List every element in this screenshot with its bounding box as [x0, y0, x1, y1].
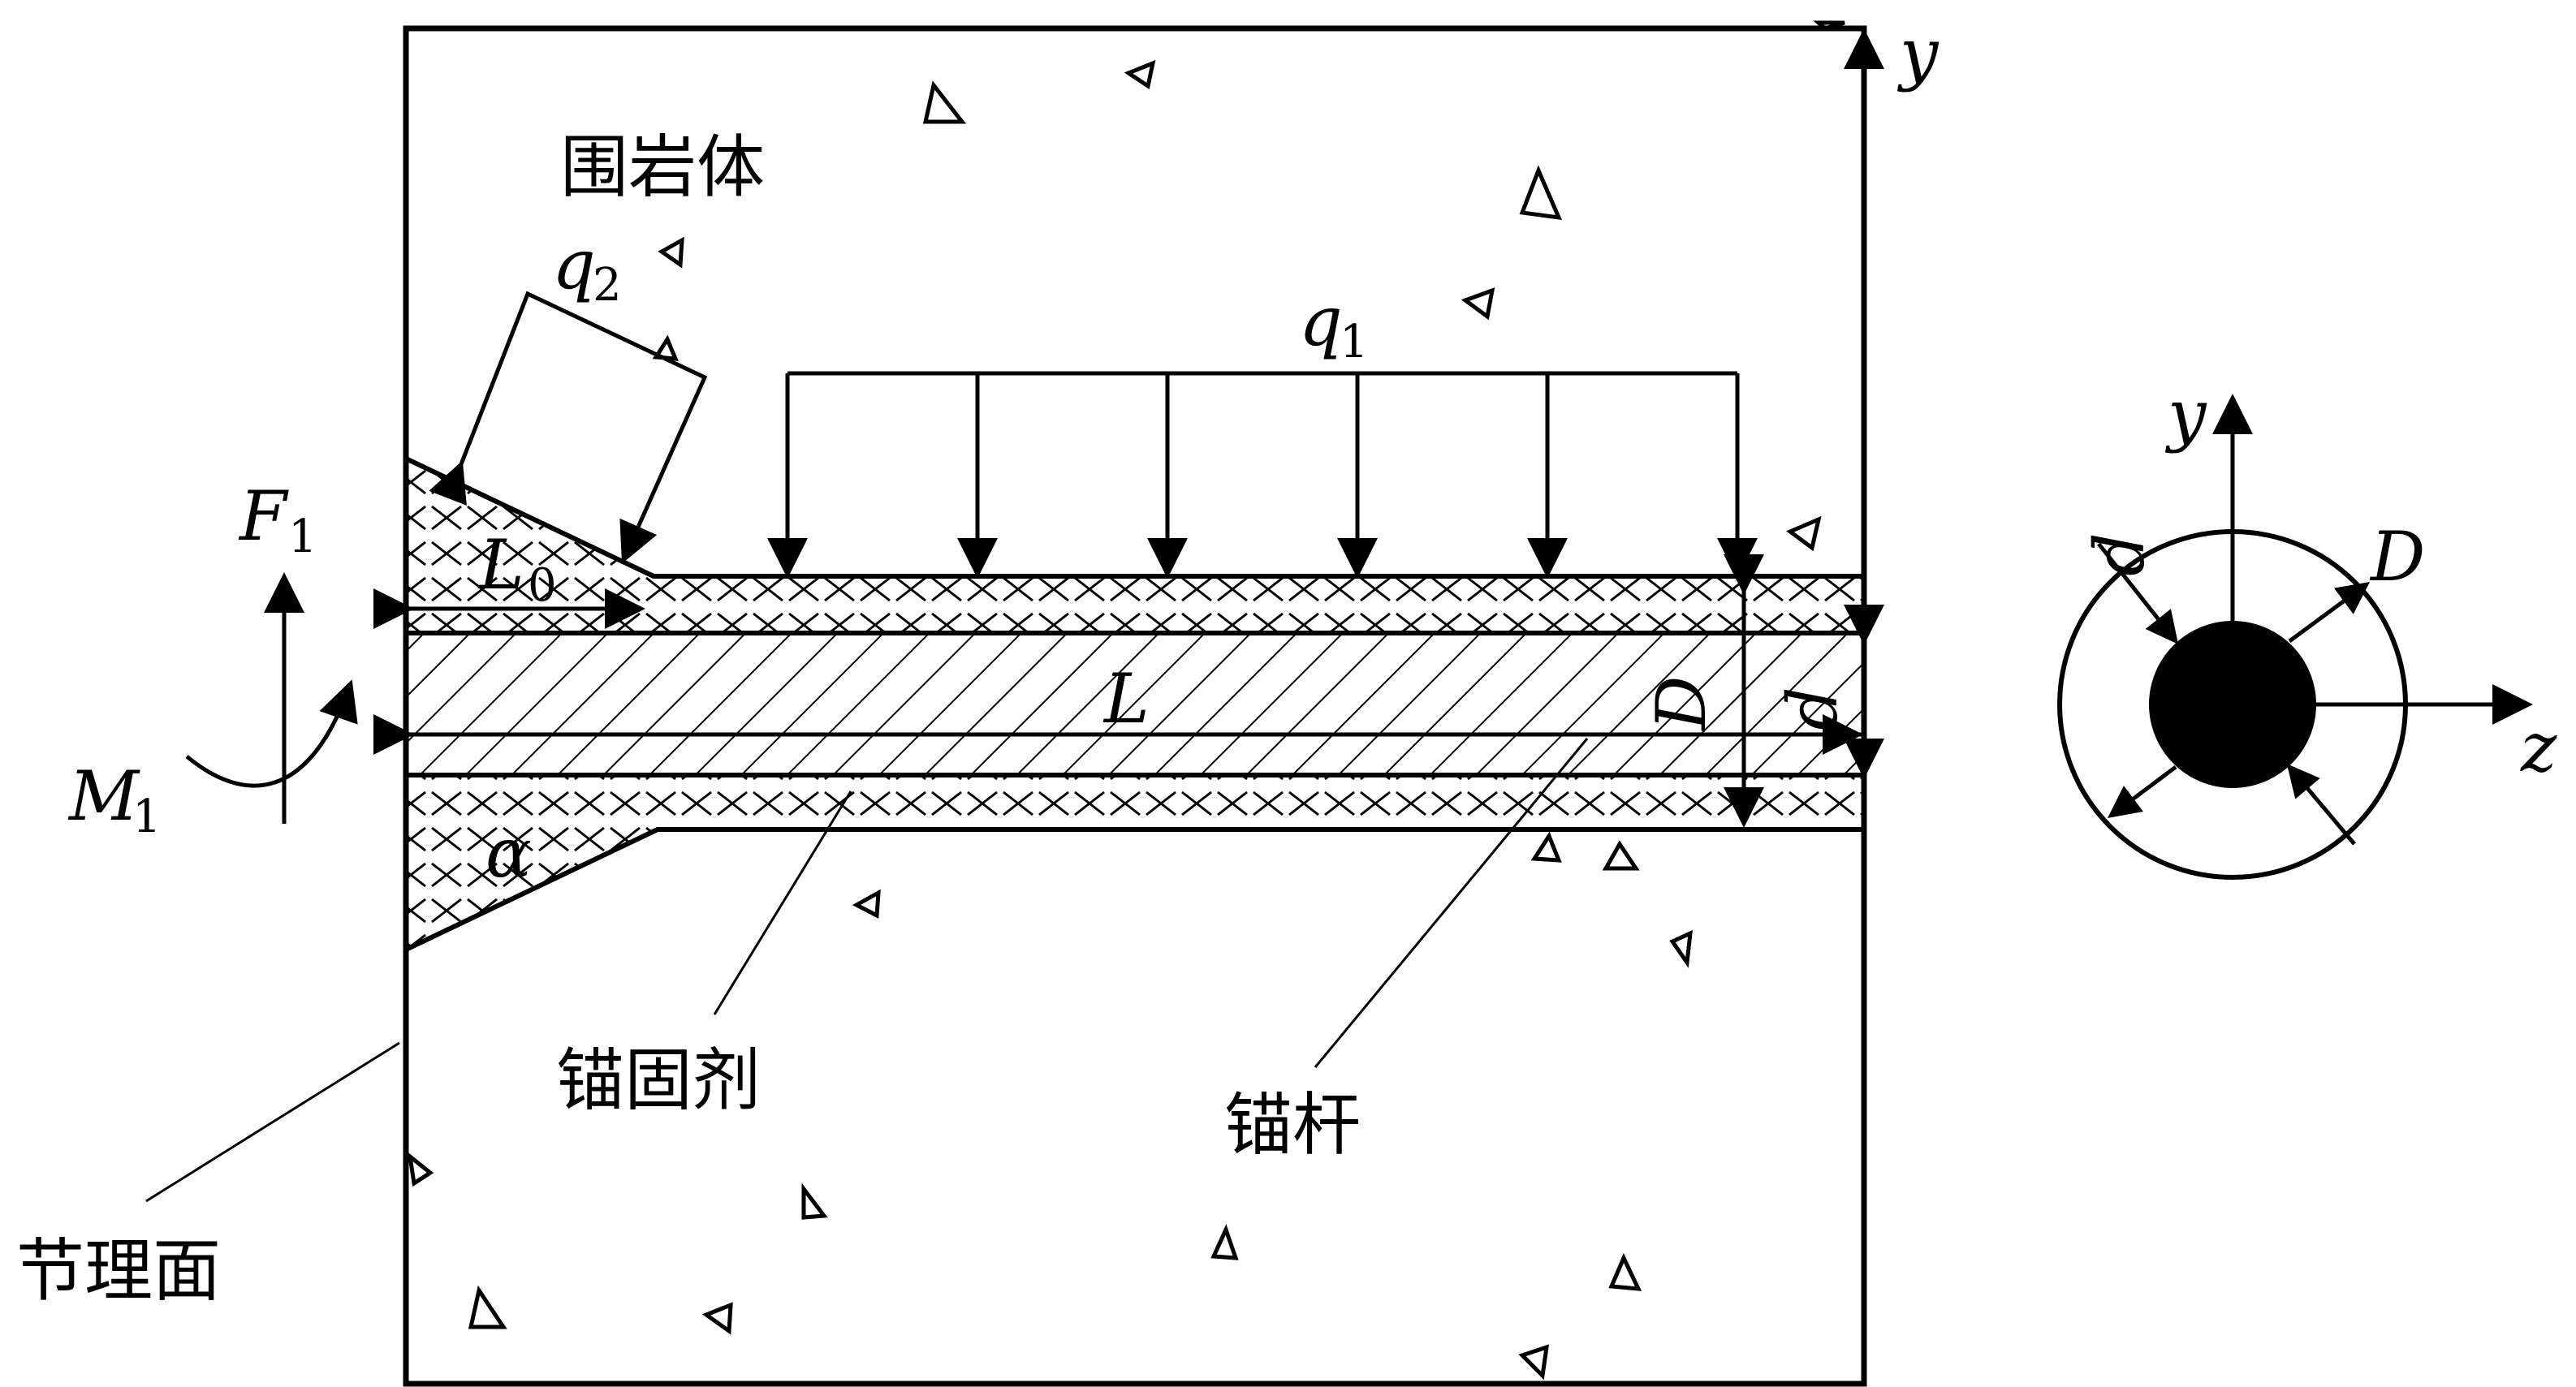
z-axis-label-section: z — [2520, 708, 2557, 787]
q2-label: q — [552, 225, 596, 304]
M1-label: M — [67, 756, 140, 836]
joint-plane-label: 节理面 — [16, 1231, 221, 1311]
F1-subscript: 1 — [288, 510, 317, 563]
q1-distributed-load — [767, 371, 1758, 579]
y-axis-label-main: y — [1896, 14, 1940, 93]
q1-subscript: 1 — [1340, 316, 1369, 368]
alpha-label: α — [485, 813, 532, 893]
L-label: L — [1102, 659, 1150, 739]
q2-subscript: 2 — [593, 259, 622, 312]
q2-inclined-load — [429, 291, 708, 564]
D-section-label: D — [2369, 517, 2425, 597]
bolt-cross-section: y z d D — [2057, 375, 2557, 880]
surrounding-rock-label: 围岩体 — [560, 127, 765, 207]
anchoring-agent-leader — [713, 790, 852, 1015]
d-section-label: d — [2080, 532, 2160, 576]
anchor-bolt-label: 锚杆 — [1224, 1085, 1361, 1165]
F1-label: F — [238, 476, 289, 556]
y-axis-label-section: y — [2164, 375, 2207, 454]
D-label: D — [1642, 676, 1721, 732]
L0-label: L — [477, 525, 524, 605]
M1-subscript: 1 — [132, 790, 162, 843]
anchor-bolt-leader — [1314, 738, 1589, 1068]
anchoring-agent-label: 锚固剂 — [556, 1040, 761, 1120]
M1-moment-arrow — [185, 679, 358, 788]
q1-label: q — [1299, 282, 1343, 361]
rock-aggregate-marks — [407, 20, 1845, 1381]
joint-plane-leader — [145, 1041, 400, 1203]
L0-subscript: 0 — [528, 559, 557, 612]
d-label: d — [1773, 687, 1853, 730]
